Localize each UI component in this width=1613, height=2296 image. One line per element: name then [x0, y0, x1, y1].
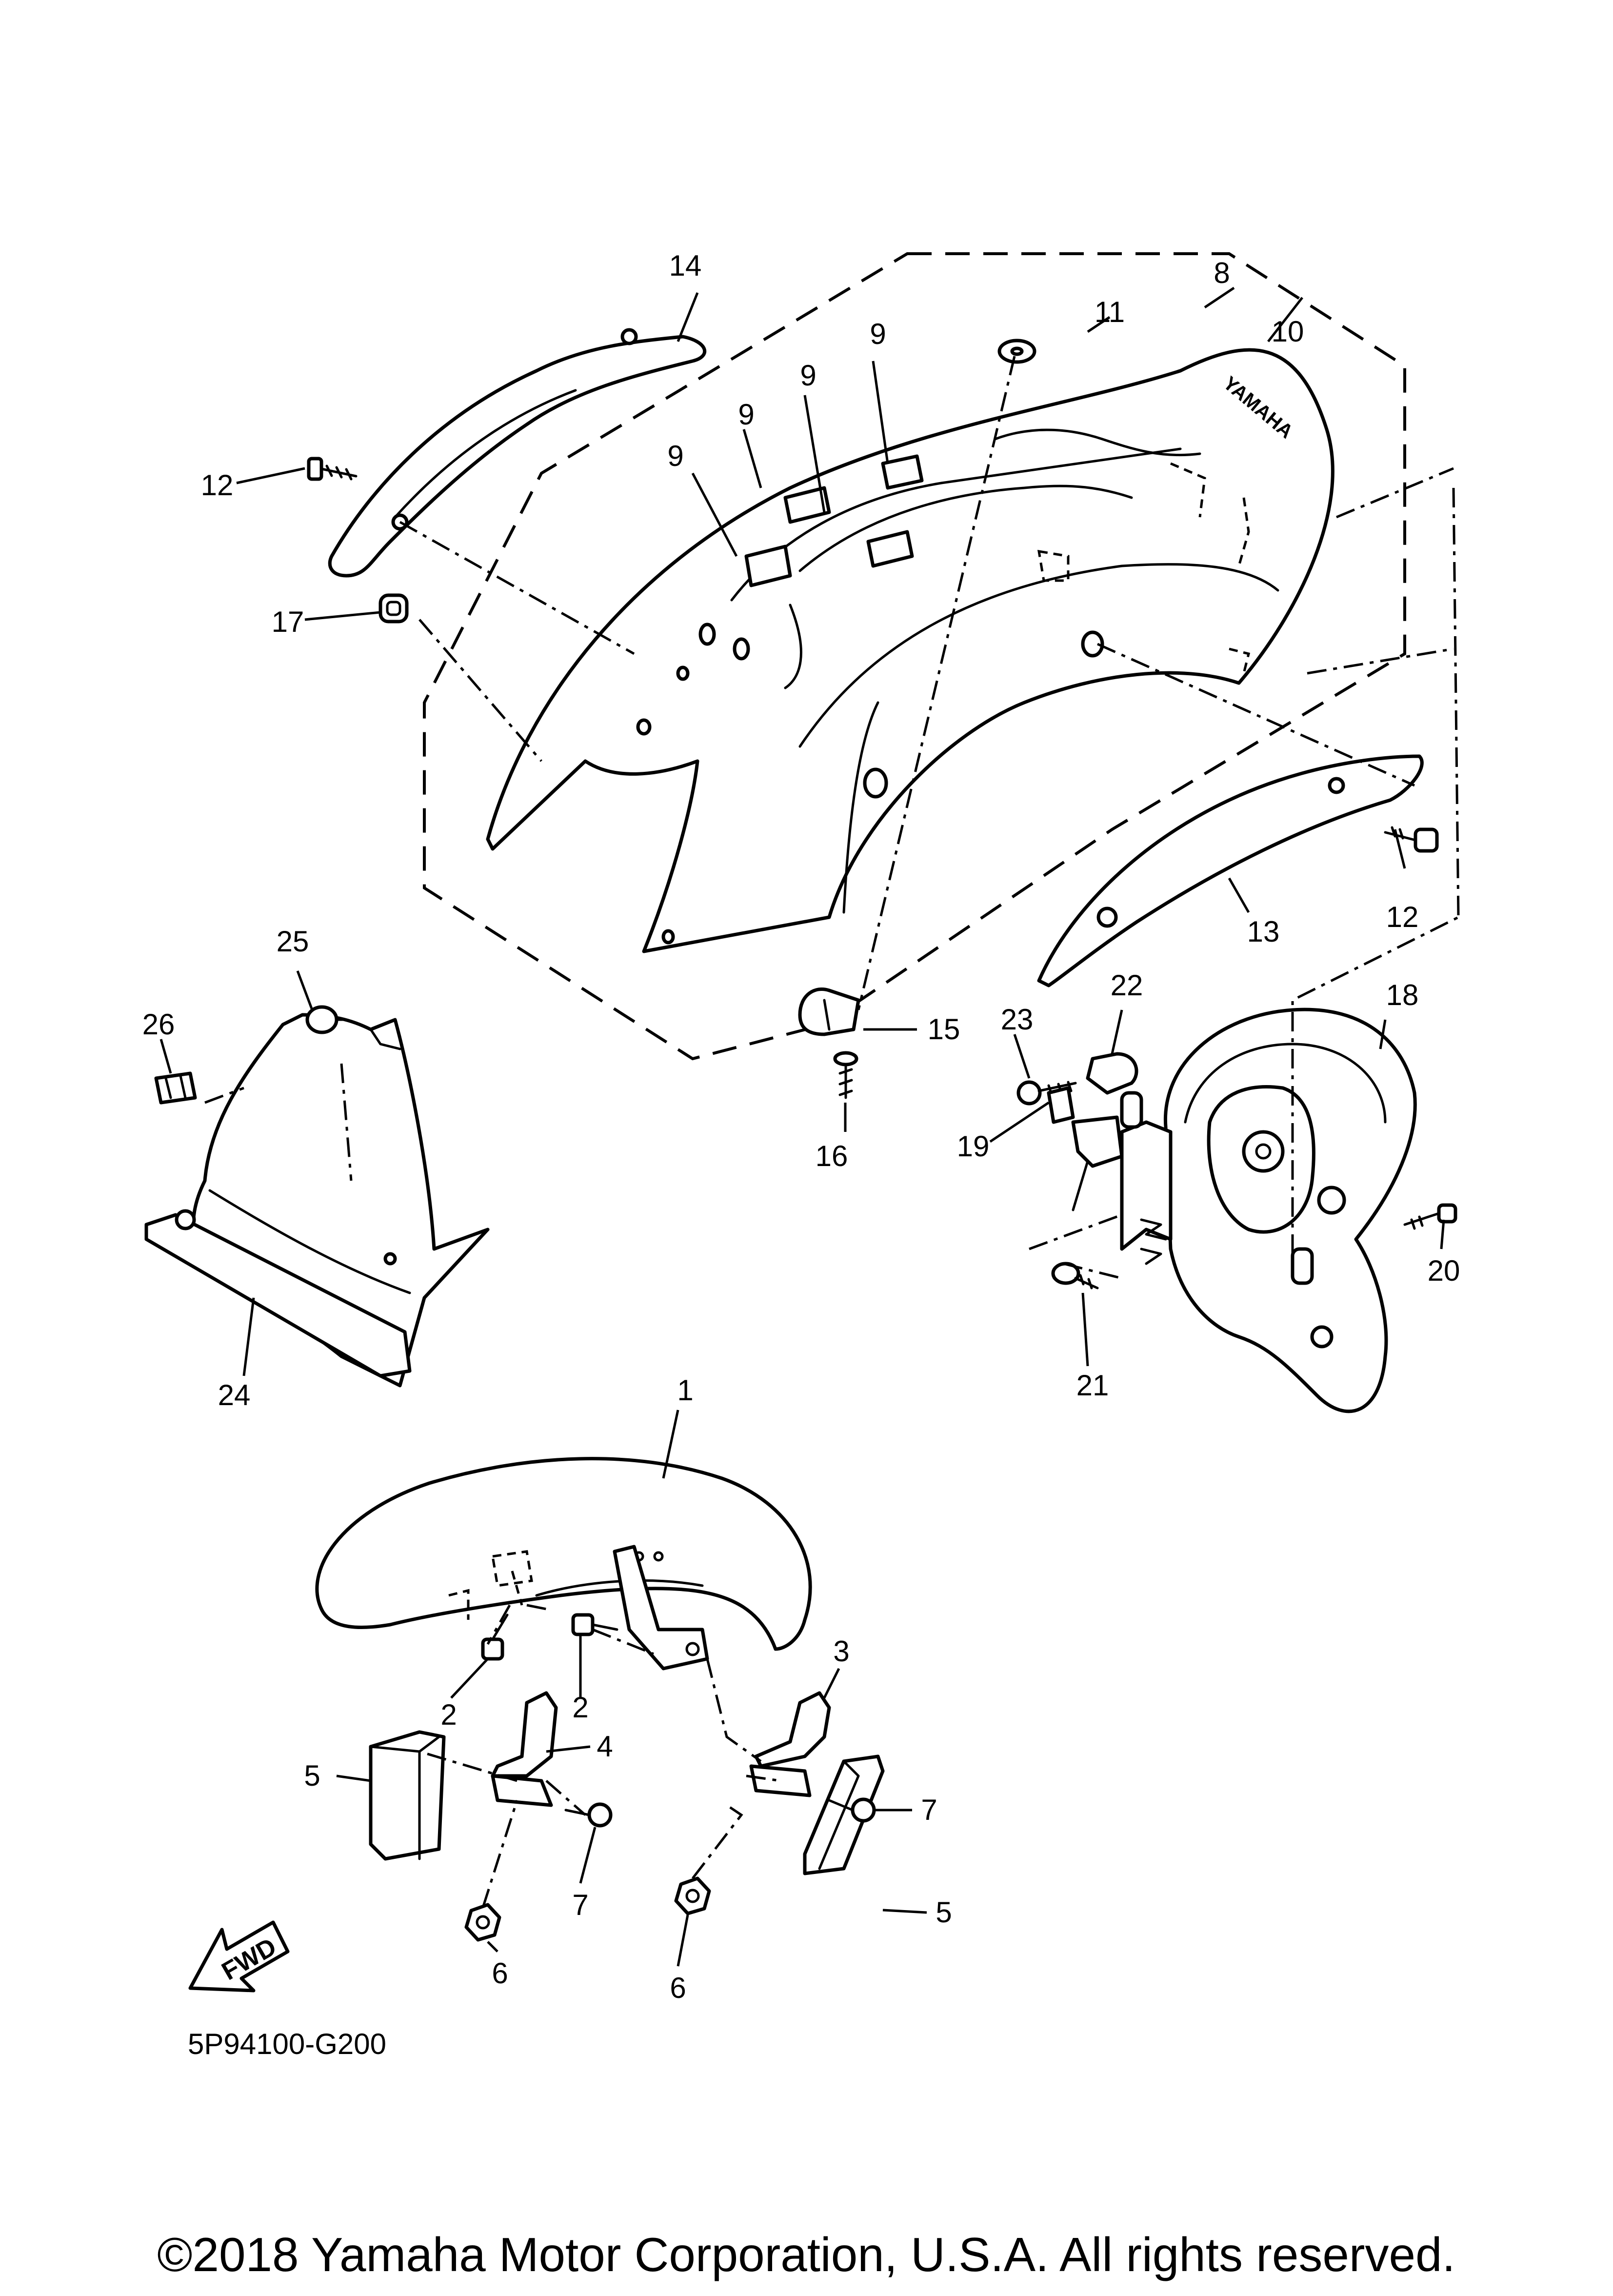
- rivet-25: [305, 1005, 348, 1034]
- bolt-12-right: [1384, 826, 1439, 853]
- bolt-2-left: [481, 1613, 509, 1661]
- bracket-4: [491, 1691, 558, 1807]
- tail-light-bracket: [1120, 1007, 1417, 1413]
- callout-12-left: 12: [201, 469, 234, 502]
- callout-22: 22: [1111, 969, 1143, 1002]
- callout-10: 10: [1272, 315, 1304, 348]
- copyright-notice: ©2018 Yamaha Motor Corporation, U.S.A. A…: [157, 2228, 1455, 2281]
- nut-clip-26: [154, 1071, 197, 1105]
- callout-6-left: 6: [492, 1957, 508, 1990]
- callout-7-left: 7: [572, 1889, 588, 1921]
- side-rail-left: [328, 328, 707, 578]
- screw-7-left: [564, 1802, 613, 1828]
- screw-7-right: [828, 1797, 876, 1823]
- fwd-arrow-icon: FWD: [188, 1920, 290, 1993]
- nut-6-right: [674, 1876, 711, 1915]
- callout-3: 3: [833, 1635, 849, 1668]
- callout-9-d: 9: [667, 440, 683, 472]
- callout-4: 4: [597, 1730, 613, 1763]
- callout-9-a: 9: [870, 318, 886, 350]
- callout-15: 15: [928, 1013, 960, 1046]
- callout-18: 18: [1386, 979, 1419, 1011]
- callout-7-right: 7: [921, 1793, 937, 1826]
- bolt-20: [1403, 1203, 1457, 1230]
- screw-23: [1016, 1080, 1077, 1106]
- callout-9-b: 9: [800, 359, 816, 392]
- callout-26: 26: [142, 1008, 175, 1041]
- bolt-12-left: [307, 457, 358, 481]
- callout-1: 1: [677, 1374, 693, 1407]
- bracket-3: [749, 1691, 831, 1797]
- callout-20: 20: [1428, 1254, 1460, 1287]
- side-rail-right: [1037, 754, 1424, 987]
- bracket-19: [1047, 1086, 1124, 1211]
- callout-17: 17: [272, 605, 304, 638]
- callout-6-right: 6: [670, 1972, 686, 2004]
- inner-fender-flap: [144, 1013, 490, 1388]
- callout-numbers: 14 8 11 10 9 9 9 9 12 17 12 13 25 26 15 …: [142, 249, 1460, 2004]
- front-fender-bracket: [613, 1545, 709, 1671]
- callout-23: 23: [1001, 1003, 1034, 1036]
- assembly-lines: [204, 356, 1460, 1908]
- callout-8: 8: [1214, 257, 1230, 289]
- rear-fender: YAMAHA: [486, 348, 1334, 953]
- screw-16: [833, 1051, 858, 1099]
- grommet-17: [378, 593, 409, 624]
- callout-25: 25: [277, 925, 309, 958]
- callout-5-right: 5: [936, 1896, 952, 1929]
- callout-13: 13: [1247, 915, 1280, 948]
- nut-6-left: [464, 1903, 501, 1942]
- reflector-5-left: [369, 1730, 446, 1861]
- leader-lines: [159, 286, 1445, 1967]
- diagram-code: 5P94100-G200: [188, 2028, 386, 2060]
- callout-2-left: 2: [440, 1698, 457, 1731]
- callout-12-right: 12: [1386, 901, 1419, 933]
- callout-24: 24: [218, 1379, 251, 1411]
- clip-15: [798, 987, 860, 1036]
- callout-16: 16: [816, 1140, 848, 1172]
- callout-11: 11: [1095, 296, 1125, 328]
- front-fender: [315, 1457, 812, 1651]
- callout-14: 14: [669, 249, 702, 282]
- callout-5-left: 5: [304, 1759, 320, 1792]
- bolt-2-center: [571, 1613, 618, 1636]
- reflector-5-right: [803, 1754, 885, 1875]
- fender-decals: [730, 428, 1201, 689]
- callout-19: 19: [957, 1130, 990, 1163]
- callout-9-c: 9: [738, 398, 754, 431]
- callout-21: 21: [1076, 1369, 1109, 1402]
- clip-22: [1086, 1052, 1138, 1095]
- callout-2-center: 2: [572, 1691, 588, 1724]
